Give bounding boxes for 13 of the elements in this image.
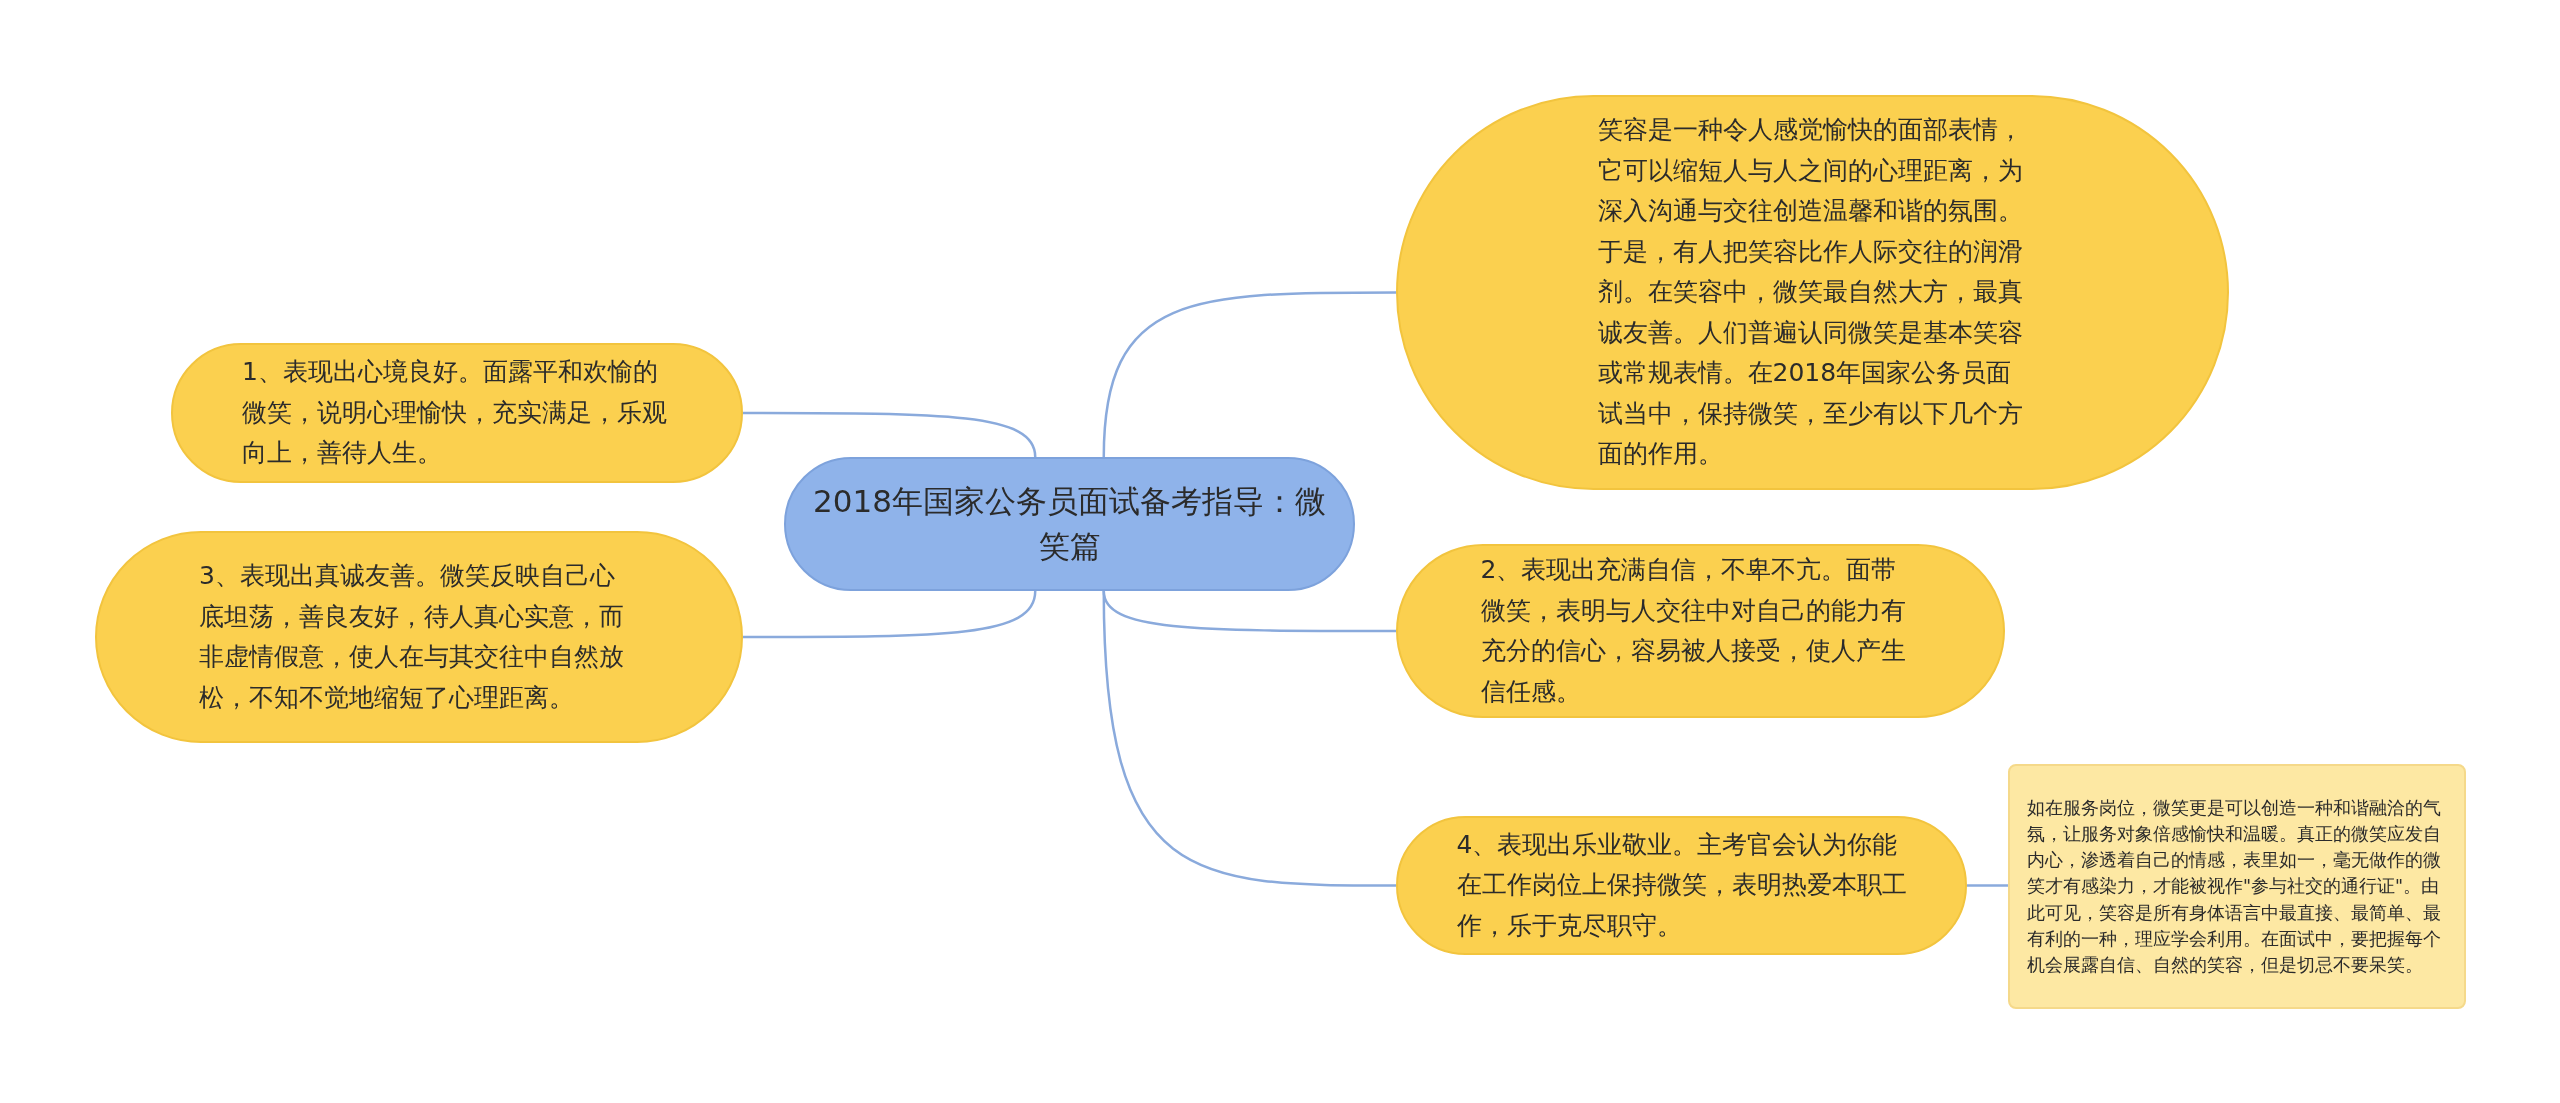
note-box bbox=[2008, 764, 2466, 1009]
topic-text: 3、表现出真诚友善。微笑反映自己心底坦荡，善良友好，待人真心实意，而非虚情假意，使人在与其交往中自然放松，不知不觉地缩短了心理距离。 bbox=[199, 560, 625, 714]
connector-line bbox=[1102, 590, 1396, 887]
topic-text: 2、表现出充满自信，不卑不亢。面带微笑，表明与人交往中对自己的能力有充分的信心，容易被人接受，使人产生信任感。 bbox=[1480, 554, 1907, 708]
connector-line bbox=[743, 411, 1037, 458]
connector-line bbox=[1102, 291, 1396, 458]
connector-line bbox=[1967, 884, 2008, 887]
topic-text: 1、表现出心境良好。面露平和欢愉的微笑，说明心理愉快，充实满足，乐观向上，善待人生。 bbox=[242, 356, 668, 470]
connector-line bbox=[743, 590, 1037, 639]
topic-text: 4、表现出乐业敬业。主考官会认为你能在工作岗位上保持微笑，表明热爱本职工作，乐于克尽职守。 bbox=[1456, 828, 1907, 942]
topic-text: 2018年国家公务员面试备考指导：微笑篇 bbox=[812, 482, 1327, 566]
topic-text: 笑容是一种令人感觉愉快的面部表情，它可以缩短人与人之间的心理距离，为深入沟通与交往创造温馨和谐的氛围。于是，有人把笑容比作人际交往的润滑剂。在笑容中，微笑最自然大方，最真诚友善。人们普遍认同微笑是基本笑容或常规表情。在2018年国家公务员面试当中，保持微笑，至少有以下几个方面的作用。 bbox=[1597, 114, 2024, 471]
topic-text: 如在服务岗位，微笑更是可以创造一种和谐融洽的气氛，让服务对象倍感愉快和温暖。真正的微笑应发自内心，渗透着自己的情感，表里如一，毫无做作的微笑才有感染力，才能被视作"参与社交的通行证"。由此可见，笑容是所有身体语言中最直接、最简单、最有利的一种，理应学会利用。在面试中，要把握每个机会展露自信、自然的笑容，但是切忌不要呆笑。 bbox=[2027, 796, 2442, 978]
